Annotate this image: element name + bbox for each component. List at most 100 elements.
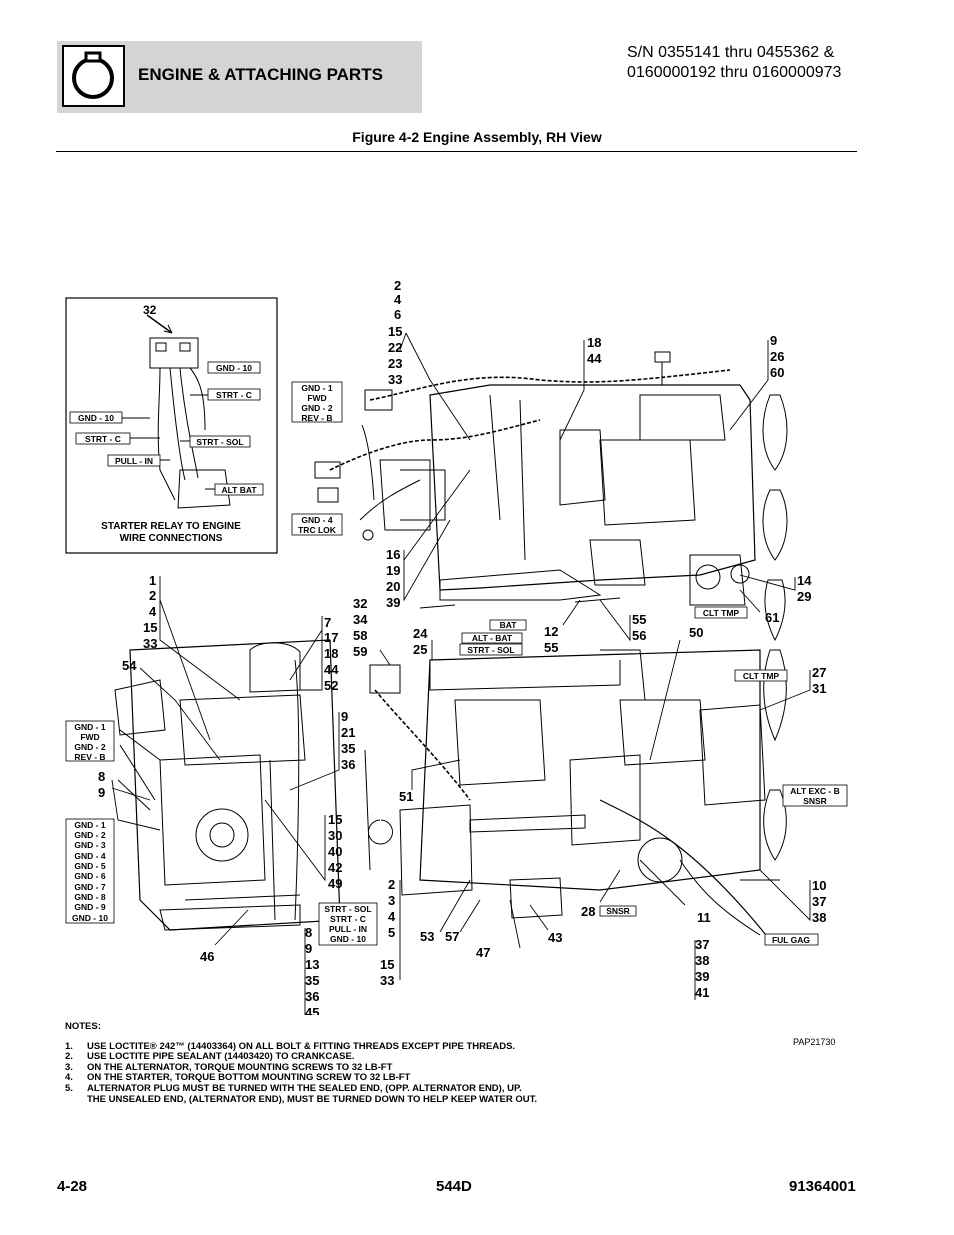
svg-text:GND - 2: GND - 2 <box>301 403 332 413</box>
svg-text:32: 32 <box>353 596 367 611</box>
svg-text:2: 2 <box>149 588 156 603</box>
svg-text:12: 12 <box>544 624 558 639</box>
svg-text:GND - 10: GND - 10 <box>78 413 114 423</box>
svg-text:REV - B: REV - B <box>301 413 332 423</box>
svg-text:13: 13 <box>305 957 319 972</box>
notes-block: NOTES: 1.USE LOCTITE® 242™ (14403364) ON… <box>65 1021 537 1105</box>
svg-text:47: 47 <box>476 945 490 960</box>
svg-text:54: 54 <box>122 658 137 673</box>
note-item: 5.ALTERNATOR PLUG MUST BE TURNED WITH TH… <box>65 1082 522 1094</box>
svg-text:58: 58 <box>353 628 367 643</box>
svg-text:28: 28 <box>581 904 595 919</box>
svg-text:GND - 4: GND - 4 <box>301 515 332 525</box>
serial-line-1: S/N 0355141 thru 0455362 & <box>627 44 835 61</box>
svg-text:15: 15 <box>328 812 342 827</box>
svg-text:GND - 1: GND - 1 <box>74 820 105 830</box>
svg-text:GND - 4: GND - 4 <box>74 851 105 861</box>
inset-wire-labels: GND - 10 STRT - C GND - 10 STRT - C STRT… <box>69 361 264 496</box>
svg-text:43: 43 <box>548 930 562 945</box>
svg-text:40: 40 <box>328 844 342 859</box>
svg-text:21: 21 <box>341 725 355 740</box>
svg-text:18: 18 <box>324 646 338 661</box>
svg-text:GND - 6: GND - 6 <box>74 871 105 881</box>
svg-text:44: 44 <box>587 351 602 366</box>
svg-text:59: 59 <box>353 644 367 659</box>
note-item: 2.USE LOCTITE PIPE SEALANT (14403420) TO… <box>65 1051 355 1063</box>
svg-text:8: 8 <box>305 925 312 940</box>
svg-text:6: 6 <box>394 307 401 322</box>
svg-text:30: 30 <box>328 828 342 843</box>
svg-text:ALT BAT: ALT BAT <box>221 485 257 495</box>
svg-text:4: 4 <box>388 909 396 924</box>
svg-text:7: 7 <box>324 615 331 630</box>
figure-title: Figure 4-2 Engine Assembly, RH View <box>352 129 602 145</box>
notes-heading: NOTES: <box>65 1021 101 1032</box>
svg-text:BAT: BAT <box>500 620 518 630</box>
svg-text:STRT - C: STRT - C <box>330 914 366 924</box>
svg-text:53: 53 <box>420 929 434 944</box>
svg-text:18: 18 <box>587 335 601 350</box>
svg-text:2: 2 <box>388 877 395 892</box>
svg-text:15: 15 <box>380 957 394 972</box>
svg-text:STRT - C: STRT - C <box>216 390 252 400</box>
svg-text:GND - 2: GND - 2 <box>74 742 105 752</box>
svg-text:42: 42 <box>328 860 342 875</box>
inset-frame <box>65 297 278 554</box>
svg-text:16: 16 <box>386 547 400 562</box>
svg-text:17: 17 <box>324 630 338 645</box>
svg-text:4: 4 <box>149 604 157 619</box>
svg-text:GND - 10: GND - 10 <box>72 913 108 923</box>
svg-text:24: 24 <box>413 626 428 641</box>
svg-text:22: 22 <box>388 340 402 355</box>
svg-text:4: 4 <box>394 292 402 307</box>
svg-text:GND - 1: GND - 1 <box>74 722 105 732</box>
svg-text:26: 26 <box>770 349 784 364</box>
svg-text:33: 33 <box>380 973 394 988</box>
svg-text:CLT TMP: CLT TMP <box>743 671 780 681</box>
svg-text:44: 44 <box>324 662 339 677</box>
svg-text:36: 36 <box>305 989 319 1004</box>
svg-text:STRT - SOL: STRT - SOL <box>467 645 514 655</box>
svg-text:3: 3 <box>388 893 395 908</box>
svg-text:46: 46 <box>200 949 214 964</box>
svg-text:GND - 5: GND - 5 <box>74 861 105 871</box>
svg-text:57: 57 <box>445 929 459 944</box>
svg-text:14: 14 <box>797 573 812 588</box>
svg-text:37: 37 <box>812 894 826 909</box>
svg-text:41: 41 <box>695 985 709 1000</box>
svg-text:GND - 8: GND - 8 <box>74 892 105 902</box>
serial-line-2: 0160000192 thru 0160000973 <box>627 64 842 81</box>
svg-text:FUL GAG: FUL GAG <box>772 935 810 945</box>
svg-text:50: 50 <box>689 625 703 640</box>
svg-text:9: 9 <box>770 333 777 348</box>
svg-text:27: 27 <box>812 665 826 680</box>
header-divider <box>56 151 857 152</box>
svg-text:55: 55 <box>544 640 558 655</box>
svg-text:35: 35 <box>341 741 355 756</box>
svg-text:33: 33 <box>388 372 402 387</box>
note-item: 3.ON THE ALTERNATOR, TORQUE MOUNTING SCR… <box>65 1061 393 1073</box>
inset-caption-1: STARTER RELAY TO ENGINE <box>101 521 241 532</box>
svg-text:TRC LOK: TRC LOK <box>298 525 337 535</box>
svg-text:51: 51 <box>399 789 413 804</box>
svg-text:37: 37 <box>695 937 709 952</box>
svg-text:39: 39 <box>386 595 400 610</box>
svg-text:49: 49 <box>328 876 342 891</box>
svg-text:56: 56 <box>632 628 646 643</box>
svg-text:GND - 3: GND - 3 <box>74 840 105 850</box>
svg-text:60: 60 <box>770 365 784 380</box>
page-number: 4-28 <box>57 1178 88 1195</box>
upper-view-wire-labels: GND - 1 FWD GND - 2 REV - B GND - 4 TRC … <box>291 381 748 619</box>
svg-text:CLT TMP: CLT TMP <box>703 608 740 618</box>
svg-text:9: 9 <box>98 785 105 800</box>
svg-text:52: 52 <box>324 678 338 693</box>
svg-text:STRT - C: STRT - C <box>85 434 121 444</box>
svg-text:35: 35 <box>305 973 319 988</box>
svg-text:32: 32 <box>143 303 157 317</box>
svg-text:PULL - IN: PULL - IN <box>115 456 153 466</box>
svg-text:45: 45 <box>305 1005 319 1015</box>
svg-text:STRT - SOL: STRT - SOL <box>196 437 243 447</box>
svg-text:STRT - SOL: STRT - SOL <box>324 904 371 914</box>
svg-text:33: 33 <box>143 636 157 651</box>
model-number: 544D <box>436 1178 472 1195</box>
